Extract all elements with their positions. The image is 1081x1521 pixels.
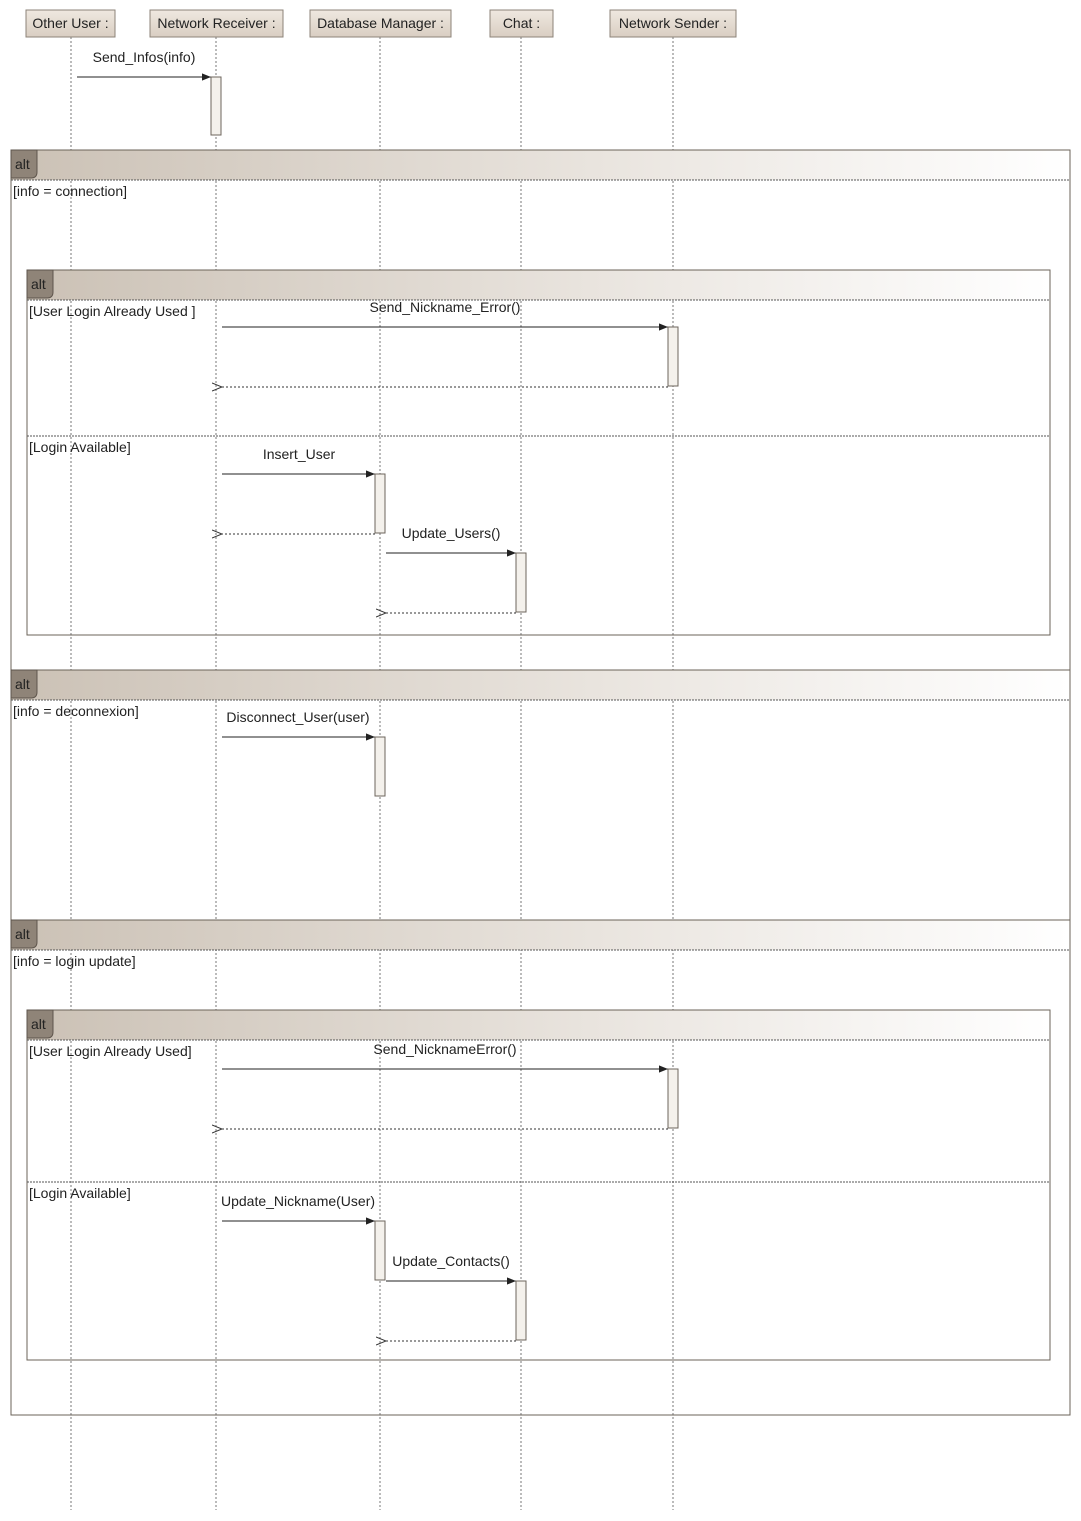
message-label-send-nickname-error: Send_Nickname_Error() xyxy=(370,299,521,315)
message-label-send-nickname-error-2: Send_NicknameError() xyxy=(373,1041,516,1057)
fragment-guard-label: [User Login Already Used] xyxy=(29,1043,192,1059)
message-label-update-nickname: Update_Nickname(User) xyxy=(221,1193,375,1209)
lifeline-label-other-user: Other User : xyxy=(32,15,108,31)
activation-network-sender xyxy=(667,1068,679,1129)
fragment-operator-tag: alt xyxy=(26,269,54,299)
fragment-operator-label: alt xyxy=(15,676,30,692)
fragment-operator-label: alt xyxy=(31,1016,46,1032)
fragment-operator-label: alt xyxy=(31,276,46,292)
fragment-operator-tag: alt xyxy=(10,149,38,179)
fragment-alt-login-check: alt [User Login Already Used ] [Login Av… xyxy=(26,269,1051,636)
fragment-guard-label: [User Login Already Used ] xyxy=(29,303,196,319)
message-label-update-users: Update_Users() xyxy=(402,525,501,541)
fragment-guard-label: [info = login update] xyxy=(13,953,136,969)
message-label-insert-user: Insert_User xyxy=(263,446,336,462)
activation-database-manager xyxy=(374,473,386,534)
activation-network-sender xyxy=(667,326,679,387)
activation-database-manager xyxy=(374,1220,386,1281)
fragment-alt-nickname-check: alt [User Login Already Used] [Login Ava… xyxy=(26,1009,1051,1361)
lifeline-lines xyxy=(70,37,674,1510)
lifeline-head-network-receiver: Network Receiver : xyxy=(149,9,284,38)
activation-chat xyxy=(515,552,527,613)
activation-network-receiver xyxy=(210,76,222,136)
fragment-operator-label: alt xyxy=(15,156,30,172)
fragment-alt-connection: alt [info = connection] xyxy=(10,149,1071,671)
activation-chat xyxy=(515,1280,527,1341)
lifeline-label-network-receiver: Network Receiver : xyxy=(157,15,275,31)
lifeline-head-network-sender: Network Sender : xyxy=(609,9,737,38)
fragment-alt-deconnexion: alt [info = deconnexion] xyxy=(10,669,1071,921)
fragment-alt-login-update: alt [info = login update] xyxy=(10,919,1071,1416)
fragment-guard-label: [Login Available] xyxy=(29,1185,131,1201)
message-label-update-contacts: Update_Contacts() xyxy=(392,1253,510,1269)
fragment-guard-label: [info = connection] xyxy=(13,183,127,199)
fragment-operator-tag: alt xyxy=(10,919,38,949)
fragment-operator-tag: alt xyxy=(26,1009,54,1039)
fragment-guard-label: [info = deconnexion] xyxy=(13,703,139,719)
message-label-disconnect-user: Disconnect_User(user) xyxy=(226,709,369,725)
lifeline-head-other-user: Other User : xyxy=(25,9,116,38)
fragment-operator-tag: alt xyxy=(10,669,38,699)
fragment-operator-label: alt xyxy=(15,926,30,942)
lifeline-label-chat: Chat : xyxy=(503,15,540,31)
lifeline-head-chat: Chat : xyxy=(489,9,554,38)
message-label-send-infos: Send_Infos(info) xyxy=(93,49,196,65)
lifeline-head-database-manager: Database Manager : xyxy=(309,9,452,38)
activation-database-manager xyxy=(374,736,386,797)
lifeline-label-database-manager: Database Manager : xyxy=(317,15,444,31)
lifeline-label-network-sender: Network Sender : xyxy=(619,15,727,31)
fragment-guard-label: [Login Available] xyxy=(29,439,131,455)
